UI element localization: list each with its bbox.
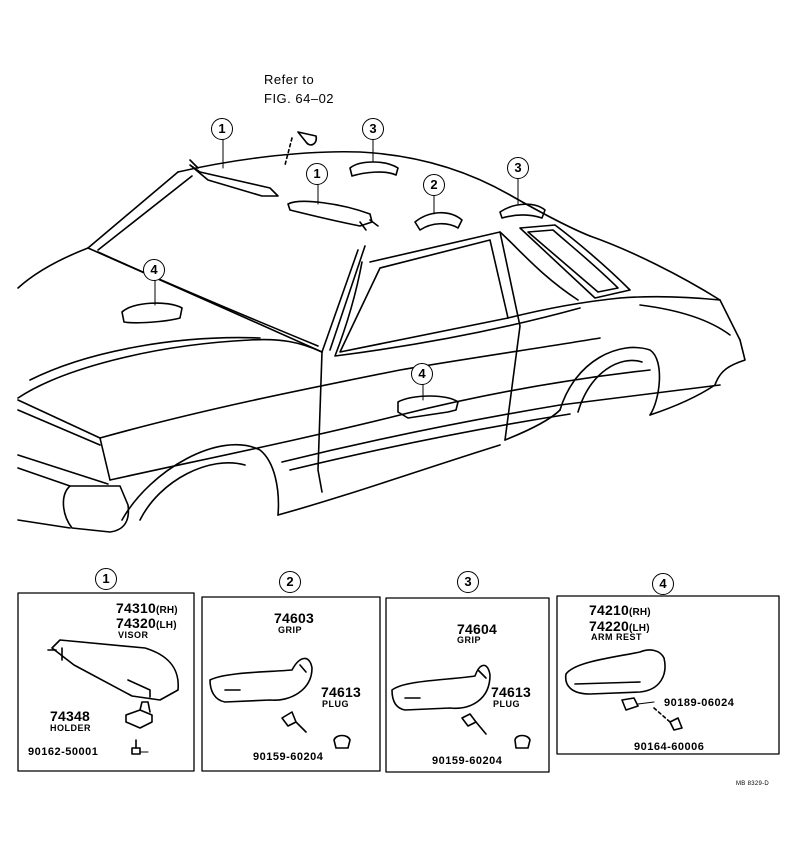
holder-drawing [125,701,153,729]
panel-1-number: 1 [95,568,117,590]
panel-2-number: 2 [279,571,301,593]
plug-2-name: PLUG [322,699,350,709]
panel-2-frame [201,596,381,772]
plug-3-part-number: 74613 [491,684,531,700]
callout-3-right: 3 [507,157,529,179]
callout-1-right: 1 [306,163,328,185]
armrest-drawing [564,649,666,695]
panel-4-frame [556,595,780,755]
grip-3-drawing [391,664,491,711]
plug-2 [333,734,351,749]
armrest-rh-part-number: 74210(RH) [589,602,651,618]
installed-grip-3-right [499,203,546,219]
grip-2-part-number: 74603 [274,610,314,626]
car-illustration [17,150,746,533]
installed-grip-3-left [349,161,399,177]
mirror-clip [284,131,318,166]
callout-3-left: 3 [362,118,384,140]
screw-3 [461,713,487,735]
visor-lh-part-number: 74320(LH) [116,615,177,631]
clip-part-number: 90189-06024 [664,697,735,709]
panel-4-number: 4 [652,573,674,595]
visor-rh-part-number: 74310(RH) [116,600,178,616]
screw-2-part-number: 90159-60204 [253,751,324,763]
installed-armrest-door [397,395,459,419]
screw-1-part-number: 90162-50001 [28,746,99,758]
grip-2-name: GRIP [278,625,303,635]
screw-2 [281,711,307,733]
grip-2-drawing [209,657,313,703]
holder-name: HOLDER [50,723,91,733]
installed-grip-2 [414,211,463,231]
drawing-code: MB 8329-D [736,781,770,787]
grip-3-part-number: 74604 [457,621,497,637]
installed-visor-left [189,159,279,197]
callout-4-door: 4 [411,363,433,385]
callout-4-front: 4 [143,259,165,281]
leader-lines [154,137,519,401]
armrest-lh-part-number: 74220(LH) [589,618,650,634]
screw-3-part-number: 90159-60204 [432,755,503,767]
panel-1-frame [17,592,195,772]
visor-name: VISOR [118,630,149,640]
callout-2: 2 [423,174,445,196]
holder-part-number: 74348 [50,708,90,724]
visor-drawing [47,639,179,701]
panel-3-frame [385,597,550,773]
grip-3-name: GRIP [457,635,482,645]
reference-line-2: FIG. 64–02 [264,91,335,106]
plug-3 [514,734,531,749]
armrest-name: ARM REST [591,632,642,642]
screw-4-part-number: 90164-60006 [634,741,705,753]
plug-3-name: PLUG [493,699,521,709]
clip-drawing [621,697,655,711]
reference-line-1: Refer to [264,72,315,87]
screw-4 [653,707,683,731]
installed-visor-right [287,200,379,231]
screw-1 [131,739,149,755]
installed-armrest-front [121,302,183,324]
plug-2-part-number: 74613 [321,684,361,700]
callout-1-left: 1 [211,118,233,140]
panel-3-number: 3 [457,571,479,593]
